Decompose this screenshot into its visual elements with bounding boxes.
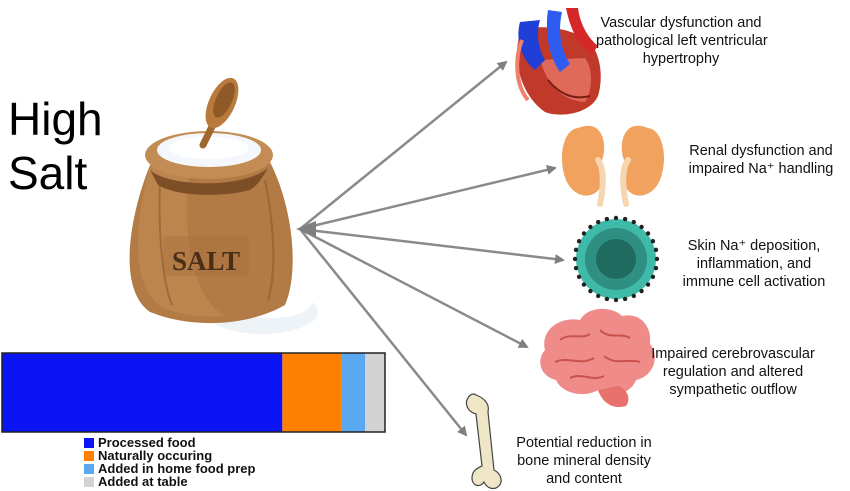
cell-receptor xyxy=(650,274,656,279)
outcome-line: Vascular dysfunction and xyxy=(600,15,762,31)
cell-receptor xyxy=(613,297,619,303)
cell-receptor xyxy=(653,247,659,253)
cell-receptor xyxy=(581,282,587,287)
outcome-line: inflammation, and xyxy=(696,256,812,272)
outcome-line: Potential reduction in xyxy=(516,435,652,451)
cell-receptor xyxy=(631,219,636,225)
bar-segment-3 xyxy=(365,353,385,432)
legend-swatch xyxy=(84,463,94,474)
bar-legend: Processed food Naturally occuring Added … xyxy=(84,435,256,489)
brain-icon xyxy=(540,308,655,408)
cell-receptor xyxy=(596,219,601,225)
cell-receptor xyxy=(604,216,610,222)
bar-segment-0 xyxy=(2,353,283,432)
cell-receptor xyxy=(639,224,644,230)
arrow-to-heart xyxy=(299,60,508,230)
cell-receptor xyxy=(639,288,644,294)
legend-swatch xyxy=(84,437,94,448)
bar-segment-2 xyxy=(341,353,366,432)
cell-receptor xyxy=(654,256,660,262)
cell-receptor xyxy=(604,296,610,302)
bar-frame xyxy=(1,352,386,433)
cell-receptor xyxy=(645,231,651,236)
outcome-bone: Potential reduction in bone mineral dens… xyxy=(504,434,664,488)
immune-cell-icon xyxy=(572,215,660,303)
outcome-line: Impaired cerebrovascular xyxy=(651,346,815,362)
salt-source-bar xyxy=(1,352,386,433)
outcome-brain: Impaired cerebrovascular regulation and … xyxy=(648,345,818,399)
outcome-line: impaired Na⁺ handling xyxy=(688,161,834,177)
cell-receptor xyxy=(653,265,659,271)
legend-label: Added in home food prep xyxy=(98,461,256,476)
cell-receptor xyxy=(613,215,619,221)
arrow-to-bone xyxy=(299,228,468,437)
bone-icon xyxy=(465,393,502,490)
legend-swatch xyxy=(84,476,94,487)
outcome-line: bone mineral density xyxy=(517,453,651,469)
outcome-kidneys: Renal dysfunction and impaired Na⁺ handl… xyxy=(676,142,846,178)
salt-sack-icon xyxy=(129,77,318,334)
arrow-to-brain xyxy=(299,227,529,349)
kidneys-icon xyxy=(562,125,664,207)
arrow-hub xyxy=(296,221,316,237)
sack-label: SALT xyxy=(172,246,240,276)
cell-receptor xyxy=(596,293,601,299)
outcome-skin: Skin Na⁺ deposition, inflammation, and i… xyxy=(664,237,844,291)
outcome-line: sympathetic outflow xyxy=(669,382,797,398)
title-line-1: High xyxy=(8,93,103,145)
legend-label: Added at table xyxy=(98,474,188,489)
cell-receptor xyxy=(645,282,651,287)
outcome-line: hypertrophy xyxy=(642,51,720,67)
legend-item-added-at-table: Added at table xyxy=(84,474,255,489)
cell-receptor xyxy=(573,247,579,253)
legend-label: Processed food xyxy=(98,435,196,450)
legend-item-home-food-prep: Added in home food prep xyxy=(84,461,256,476)
cell-receptor xyxy=(581,231,587,236)
outcome-line: Skin Na⁺ deposition, xyxy=(687,238,821,254)
cell-receptor xyxy=(588,288,593,294)
legend-label: Naturally occuring xyxy=(98,448,213,463)
outcome-line: immune cell activation xyxy=(682,274,826,290)
outcome-line: Renal dysfunction and xyxy=(689,143,833,159)
outcome-line: pathological left ventricular xyxy=(596,33,768,49)
arrow-to-kidneys xyxy=(299,164,557,231)
cell-receptor xyxy=(572,256,578,262)
legend-item-naturally-occuring: Naturally occuring xyxy=(84,448,255,463)
outcome-heart: Vascular dysfunction and pathological le… xyxy=(596,14,768,68)
legend-swatch xyxy=(84,450,94,461)
cell-receptor xyxy=(588,224,593,230)
arrows xyxy=(299,60,565,437)
arrow-to-immune-cell xyxy=(299,227,565,265)
heart-icon xyxy=(515,8,601,115)
bar-segment-1 xyxy=(282,353,342,432)
outcome-line: and content xyxy=(546,471,622,487)
cell-receptor xyxy=(631,293,636,299)
cell-receptor xyxy=(576,239,582,244)
title-line-2: Salt xyxy=(8,147,88,199)
page-title: High Salt xyxy=(8,92,103,200)
outcome-line: regulation and altered xyxy=(662,364,804,380)
cell-receptor xyxy=(650,239,656,244)
cell-receptor xyxy=(573,265,579,271)
cell-receptor xyxy=(576,274,582,279)
cell-receptor xyxy=(622,296,628,302)
cell-receptor xyxy=(622,216,628,222)
legend-item-processed-food: Processed food xyxy=(84,435,255,450)
